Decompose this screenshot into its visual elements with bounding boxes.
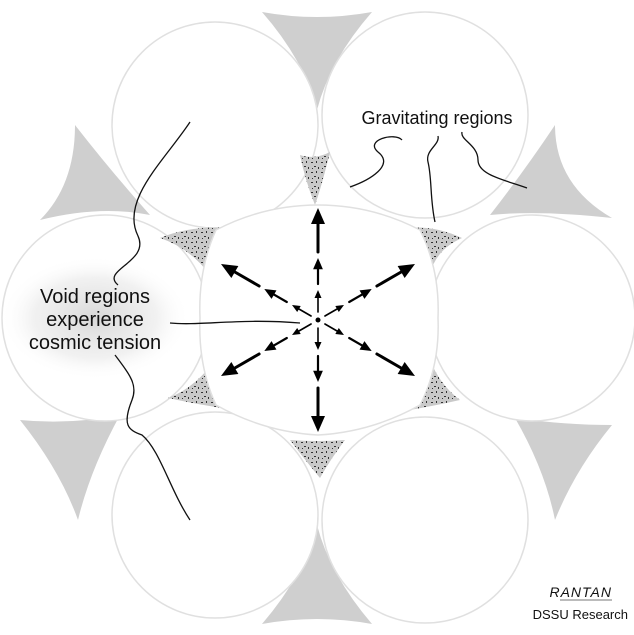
void-lower-right	[321, 416, 529, 624]
gravitating-leaders	[349, 131, 528, 223]
arrow-shaft	[296, 323, 312, 333]
label-halo	[0, 256, 190, 380]
void-label-line3: cosmic tension	[29, 332, 161, 354]
arrow-icon	[314, 342, 322, 350]
gravitating-regions-label: Gravitating regions	[361, 108, 512, 128]
void-upper-right	[321, 11, 529, 219]
void-label-line2: experience	[46, 309, 144, 331]
arrow-icon	[264, 289, 277, 299]
arrow-shaft	[270, 336, 288, 348]
arrow-icon	[397, 361, 415, 376]
arrow-icon	[397, 264, 415, 279]
arrow-icon	[359, 289, 372, 299]
arrow-icon	[311, 416, 325, 432]
arrow-shaft	[324, 323, 340, 333]
arrow-icon	[311, 208, 325, 224]
arrow-shaft	[296, 307, 312, 317]
logo: RANTAN DSSU Research	[533, 584, 628, 622]
arrow-shaft	[348, 292, 366, 304]
logo-caption: DSSU Research	[533, 607, 628, 622]
arrow-icon	[292, 327, 301, 335]
arrow-icon	[292, 305, 301, 313]
void-upper-left	[111, 21, 319, 229]
arrow-shaft	[229, 352, 261, 372]
gravitating-web	[20, 12, 612, 624]
arrow-icon	[335, 327, 344, 335]
void-lower-left	[111, 411, 319, 619]
arrow-icon	[335, 305, 344, 313]
arrow-icon	[221, 361, 239, 376]
tension-arrows	[221, 208, 415, 432]
logo-brand: RANTAN	[549, 584, 612, 600]
arrow-icon	[359, 341, 372, 351]
arrow-shaft	[324, 307, 340, 317]
center-point-icon	[315, 317, 321, 323]
void-right	[428, 214, 634, 422]
arrow-shaft	[375, 352, 407, 372]
arrow-icon	[313, 258, 323, 270]
void-leaders	[113, 121, 301, 521]
node-top-left	[300, 152, 330, 205]
arrow-icon	[264, 341, 277, 351]
node-bottom	[290, 440, 345, 478]
void-label-line1: Void regions	[40, 286, 150, 308]
arrow-icon	[221, 264, 239, 279]
arrow-shaft	[375, 268, 407, 288]
arrow-shaft	[229, 268, 261, 288]
arrow-shaft	[348, 336, 366, 348]
arrow-icon	[314, 290, 322, 298]
arrow-shaft	[270, 292, 288, 304]
arrow-icon	[313, 370, 323, 382]
